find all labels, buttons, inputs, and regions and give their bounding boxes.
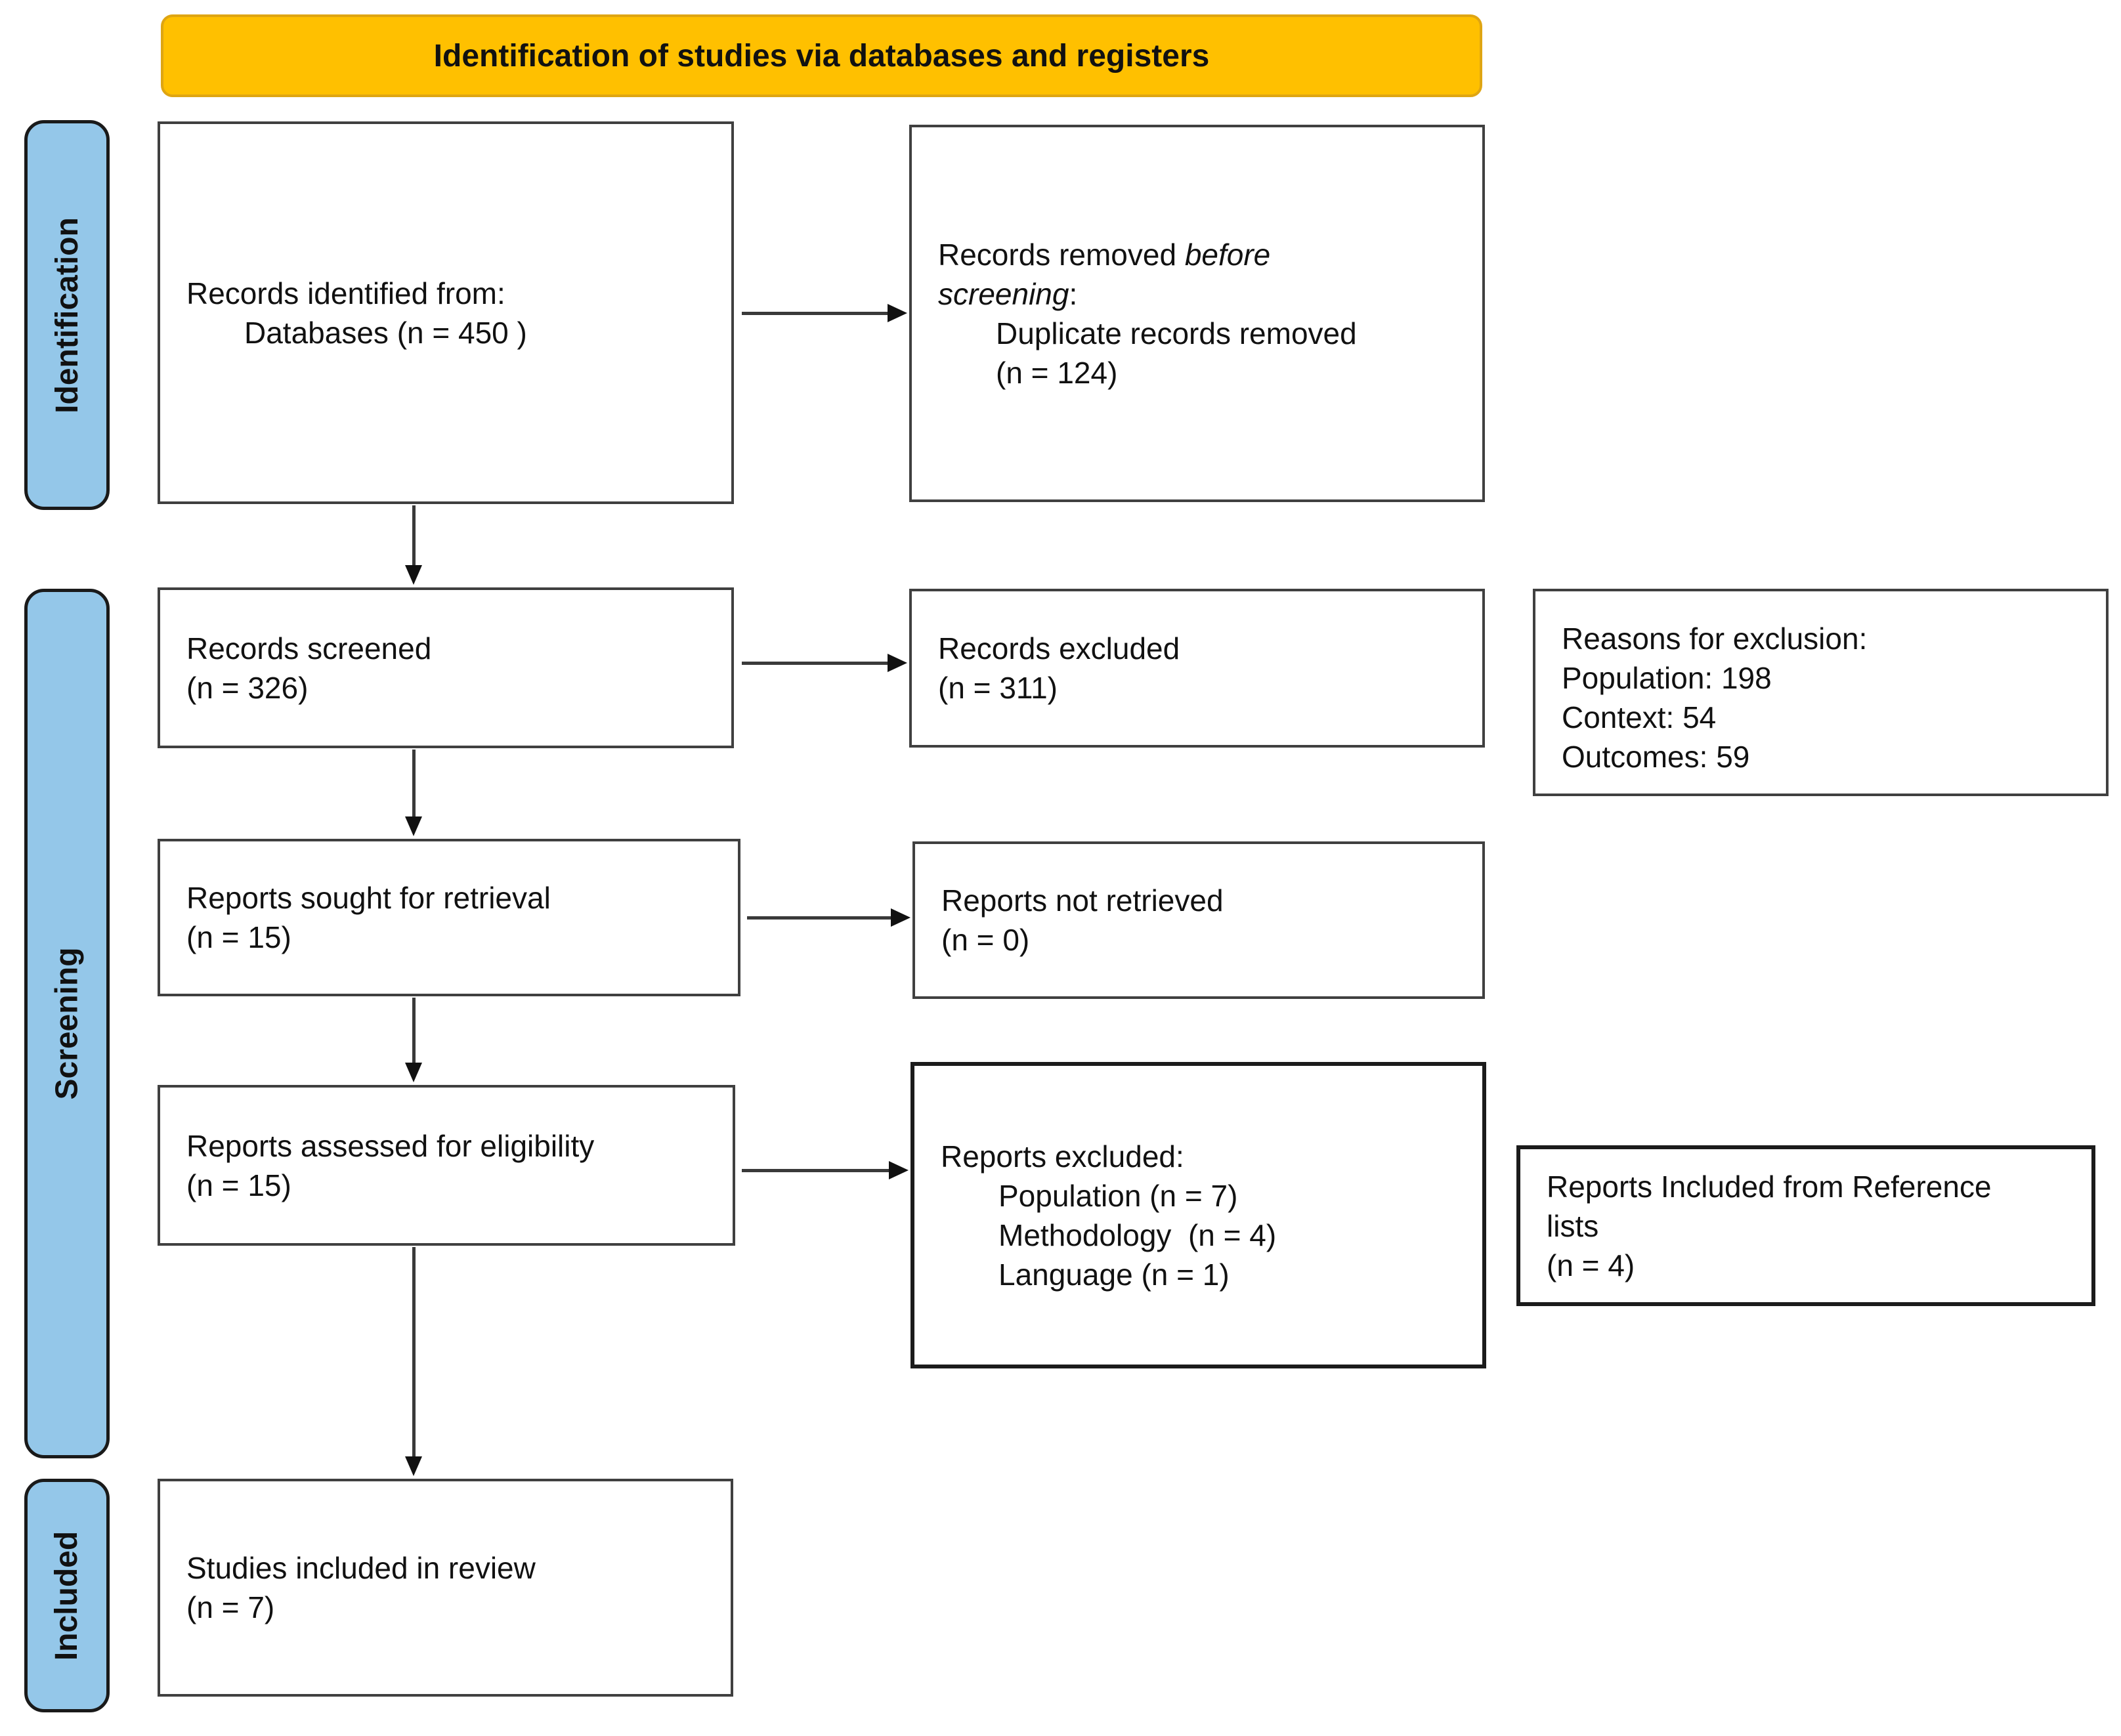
box-line: Records screened xyxy=(186,631,432,666)
arrow-down-identified-to-screened xyxy=(412,505,416,569)
box-line: Duplicate records removed xyxy=(996,316,1357,350)
box-line: (n = 15) xyxy=(186,1168,291,1202)
box-line: Databases (n = 450 ) xyxy=(244,315,527,350)
box-line: Records identified from: xyxy=(186,276,505,310)
box-reports-excluded: Reports excluded: Population (n = 7) Met… xyxy=(911,1062,1486,1368)
arrowhead-icon xyxy=(405,1456,422,1476)
box-line: Reports excluded: xyxy=(941,1139,1184,1174)
arrowhead-icon xyxy=(888,654,907,672)
box-line: Records excluded xyxy=(938,631,1180,666)
box-line: Reports Included from Reference xyxy=(1547,1169,1992,1204)
stage-label-included: Included xyxy=(24,1479,110,1712)
box-line: Reports assessed for eligibility xyxy=(186,1128,595,1163)
box-line: Reasons for exclusion: xyxy=(1562,622,1868,656)
box-records-identified: Records identified from: Databases (n = … xyxy=(158,121,734,504)
box-records-screened: Records screened (n = 326) xyxy=(158,587,734,748)
box-line: (n = 15) xyxy=(186,920,291,954)
arrow-right-screened-to-excluded xyxy=(742,662,891,665)
arrow-right-sought-to-not-retrieved xyxy=(747,916,895,920)
stage-label-identification-text: Identification xyxy=(49,217,85,413)
banner-title: Identification of studies via databases … xyxy=(161,14,1482,97)
box-line: (n = 311) xyxy=(938,671,1058,705)
box-line: (n = 7) xyxy=(186,1590,275,1624)
box-line: Outcomes: 59 xyxy=(1562,740,1750,774)
box-reports-assessed: Reports assessed for eligibility (n = 15… xyxy=(158,1085,735,1246)
box-studies-included: Studies included in review (n = 7) xyxy=(158,1479,733,1697)
box-line: Reports not retrieved xyxy=(941,883,1224,918)
box-records-excluded: Records excluded (n = 311) xyxy=(909,589,1485,748)
arrowhead-icon xyxy=(889,1161,909,1179)
stage-label-screening: Screening xyxy=(24,589,110,1458)
stage-label-identification: Identification xyxy=(24,120,110,510)
box-line: Reports sought for retrieval xyxy=(186,881,551,915)
box-line: Language (n = 1) xyxy=(998,1257,1230,1292)
box-line: lists xyxy=(1547,1208,1599,1243)
box-line: Records removed before xyxy=(938,237,1271,272)
box-reports-not-retrieved: Reports not retrieved (n = 0) xyxy=(912,841,1485,999)
arrow-down-assessed-to-included xyxy=(412,1247,416,1460)
arrow-right-identified-to-removed xyxy=(742,312,891,315)
box-line: (n = 4) xyxy=(1547,1248,1635,1282)
stage-label-screening-text: Screening xyxy=(49,947,85,1100)
box-line: Context: 54 xyxy=(1562,700,1717,734)
box-line: (n = 124) xyxy=(996,355,1118,390)
box-line: Population: 198 xyxy=(1562,661,1772,695)
arrowhead-icon xyxy=(405,1063,422,1082)
stage-label-included-text: Included xyxy=(49,1531,85,1661)
box-line: (n = 0) xyxy=(941,923,1030,957)
box-line: Population (n = 7) xyxy=(998,1178,1238,1213)
arrowhead-icon xyxy=(405,565,422,585)
arrow-right-assessed-to-reports-excluded xyxy=(742,1169,893,1172)
arrow-down-sought-to-assessed xyxy=(412,998,416,1067)
arrow-down-screened-to-sought xyxy=(412,750,416,820)
box-line: Methodology (n = 4) xyxy=(998,1217,1277,1252)
box-line: screening: xyxy=(938,276,1078,311)
box-reports-included-from-reference-lists: Reports Included from Reference lists (n… xyxy=(1516,1145,2095,1306)
box-reasons-for-exclusion: Reasons for exclusion: Population: 198 C… xyxy=(1533,589,2109,796)
box-line: (n = 326) xyxy=(186,670,309,705)
arrowhead-icon xyxy=(888,304,907,322)
box-line: Studies included in review xyxy=(186,1551,536,1585)
box-records-removed: Records removed before screening: Duplic… xyxy=(909,125,1485,502)
banner-title-text: Identification of studies via databases … xyxy=(433,38,1210,74)
arrowhead-icon xyxy=(405,816,422,836)
arrowhead-icon xyxy=(891,908,911,927)
box-reports-sought: Reports sought for retrieval (n = 15) xyxy=(158,839,740,996)
